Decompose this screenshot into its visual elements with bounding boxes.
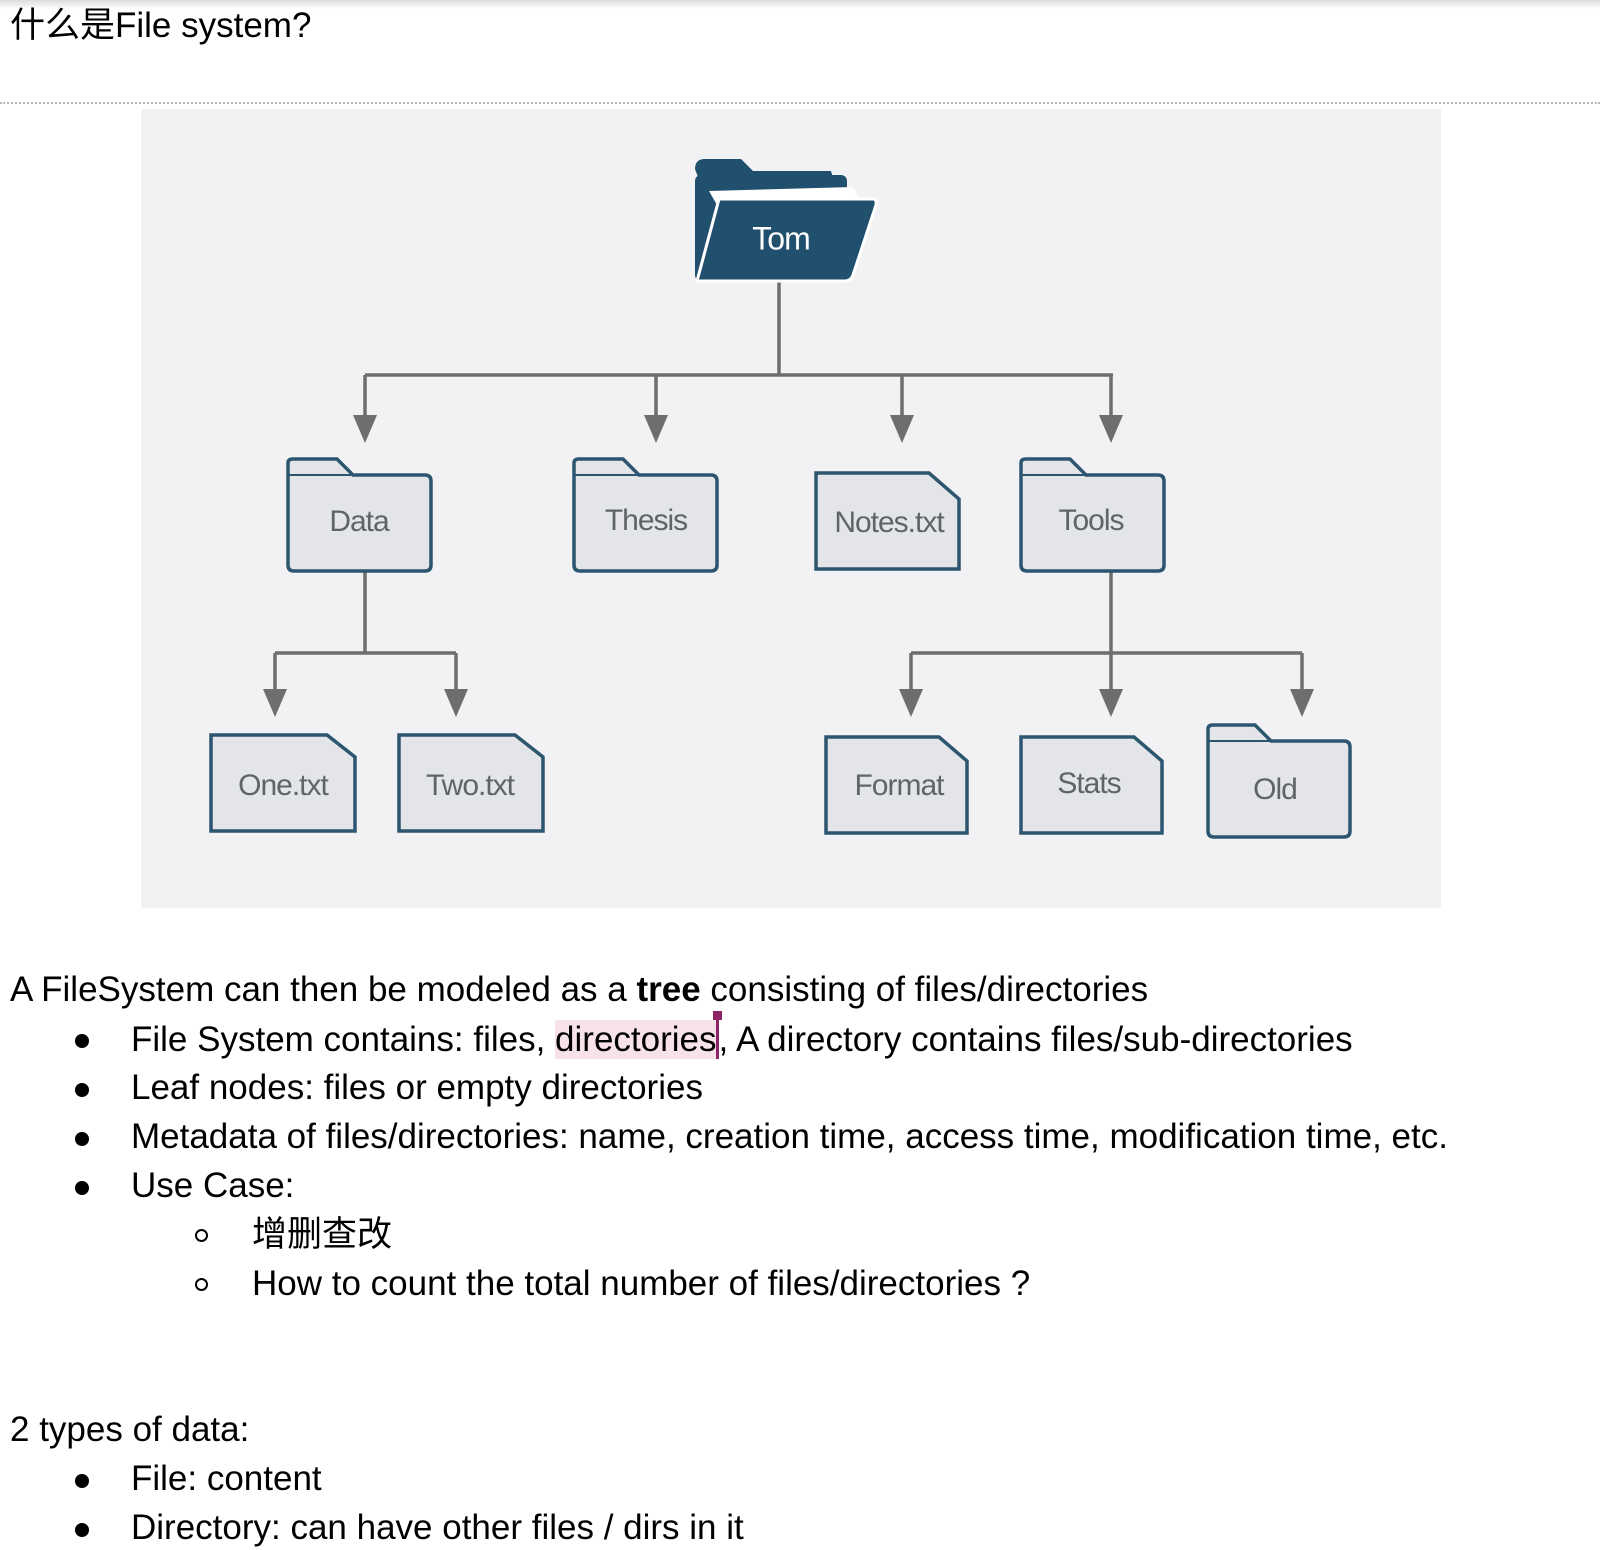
bullet-text: , A directory contains files/sub-directo…: [718, 1020, 1353, 1059]
folder-icon-tom: Tom: [695, 159, 878, 283]
intro-bold-tree: tree: [636, 970, 701, 1009]
file-icon-two: Two.txt: [397, 733, 545, 833]
section-divider: [0, 102, 1600, 104]
intro-prefix: A FileSystem can then be modeled as a: [10, 970, 637, 1009]
root-arrowheads: [353, 415, 1123, 443]
node-label-format: Format: [854, 769, 945, 802]
type-directory: Directory: can have other files / dirs i…: [131, 1508, 744, 1547]
sub-bullet-circle: [195, 1278, 208, 1291]
sub-bullet-count: How to count the total number of files/d…: [252, 1264, 1031, 1303]
file-icon-notes: Notes.txt: [814, 471, 961, 571]
type-file: File: content: [131, 1459, 322, 1498]
root-connectors: [363, 279, 1113, 415]
file-tree-svg: Tom Data Thesis Notes.txt Tools One.txt: [209, 159, 1352, 839]
bullet-dot: [75, 1474, 89, 1488]
sub-bullet-crud: 增删查改: [252, 1215, 393, 1254]
file-icon-stats: Stats: [1019, 735, 1164, 835]
window-top-shadow: [0, 0, 1600, 9]
node-label-data: Data: [329, 505, 390, 538]
file-icon-format: Format: [824, 735, 969, 835]
file-icon-one: One.txt: [209, 733, 357, 833]
page-heading: 什么是File system?: [10, 6, 312, 45]
node-label-one: One.txt: [238, 769, 329, 802]
tools-connectors: [909, 571, 1304, 689]
bullet-dot: [75, 1034, 89, 1048]
bullet-file-system-contains: File System contains: files, directories…: [131, 1011, 1353, 1062]
text-cursor: [712, 1011, 722, 1059]
data-connectors: [273, 571, 458, 689]
folder-icon-tools: Tools: [1019, 457, 1166, 573]
folder-icon-old: Old: [1206, 723, 1352, 839]
file-tree-diagram: Tom Data Thesis Notes.txt Tools One.txt: [141, 109, 1441, 908]
bullet-dot: [75, 1181, 89, 1195]
node-label-tom: Tom: [752, 220, 809, 256]
node-label-two: Two.txt: [426, 769, 516, 802]
bullet-metadata: Metadata of files/directories: name, cre…: [131, 1117, 1448, 1156]
bullet-leaf-nodes: Leaf nodes: files or empty directories: [131, 1068, 703, 1107]
node-label-stats: Stats: [1057, 767, 1120, 800]
node-label-tools: Tools: [1058, 504, 1123, 537]
bullet-dot: [75, 1083, 89, 1097]
node-label-notes: Notes.txt: [834, 506, 945, 539]
data-arrowheads: [263, 689, 468, 717]
tools-arrowheads: [899, 689, 1314, 717]
bullet-text: File System contains: files,: [131, 1020, 556, 1059]
sub-bullet-circle: [195, 1229, 208, 1242]
bullet-use-case: Use Case:: [131, 1166, 295, 1205]
intro-suffix: consisting of files/directories: [700, 970, 1149, 1009]
types-title: 2 types of data:: [10, 1410, 250, 1449]
highlighted-word[interactable]: directories: [555, 1020, 717, 1059]
bullet-dot: [75, 1132, 89, 1146]
intro-sentence: A FileSystem can then be modeled as a tr…: [10, 968, 1148, 1012]
node-label-thesis: Thesis: [605, 504, 687, 537]
bullet-dot: [75, 1523, 89, 1537]
node-label-old: Old: [1253, 773, 1297, 806]
folder-icon-thesis: Thesis: [572, 457, 719, 573]
folder-icon-data: Data: [286, 457, 433, 573]
